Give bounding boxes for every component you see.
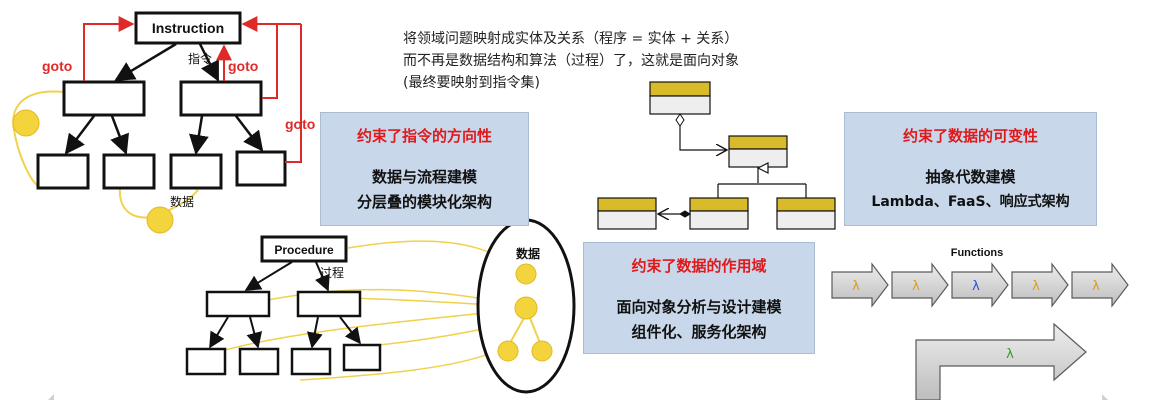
edge-arrow-decoration <box>48 394 54 400</box>
big-lambda-arrow <box>915 322 1087 400</box>
goto-label: goto <box>228 58 258 74</box>
concept-note: 将领域问题映射成实体及关系（程序 = 实体 + 关系） 而不再是数据结构和算法（… <box>403 28 739 94</box>
shuju-label: 数据 <box>170 194 194 209</box>
constraint-box-line: 数据与流程建模 <box>371 168 477 186</box>
lambda-symbol: λ <box>972 279 980 294</box>
functions-label: Functions <box>951 247 1004 259</box>
constraint-box-line: 组件化、服务化架构 <box>631 323 767 341</box>
instruction-tree: Instruction goto goto goto 指令 数据 <box>12 11 315 234</box>
constraint-box-line: 抽象代数建模 <box>925 168 1016 186</box>
procedure-tree: Procedure 过程 数据 <box>185 218 576 394</box>
tree-leaf-box <box>290 347 332 376</box>
constraint-box-line: Lambda、FaaS、响应式架构 <box>871 194 1070 210</box>
tree-leaf-box <box>235 150 287 187</box>
constraint-box-title: 约束了指令的方向性 <box>356 127 492 145</box>
data-circle <box>146 206 174 234</box>
data-circle <box>531 340 553 362</box>
tree-node-box <box>62 80 146 117</box>
lambda-arrow <box>951 262 1009 308</box>
constraint-box-data-scope: 约束了数据的作用域 面向对象分析与设计建模 组件化、服务化架构 <box>583 242 815 354</box>
functions-diagram: Functions λ λ λ λ λ λ <box>831 247 1129 400</box>
data-circle <box>497 340 519 362</box>
data-circle <box>515 263 537 285</box>
tree-leaf-box <box>342 343 382 372</box>
note-line: 将领域问题映射成实体及关系（程序 = 实体 + 关系） <box>403 31 739 47</box>
procedure-root-label: Procedure <box>274 243 334 257</box>
note-line: 而不再是数据结构和算法（过程）了，这就是面向对象 <box>403 53 739 69</box>
lambda-symbol: λ <box>912 279 920 294</box>
uml-class-header <box>689 197 749 212</box>
lambda-arrow <box>891 262 949 308</box>
constraint-box-line: 分层叠的模块化架构 <box>356 193 492 211</box>
lambda-arrow <box>831 262 889 308</box>
constraint-box-title: 约束了数据的作用域 <box>631 257 767 275</box>
uml-class-body <box>597 210 657 230</box>
tree-leaf-box <box>36 153 90 190</box>
lambda-symbol: λ <box>1092 279 1100 294</box>
uml-class-header <box>776 197 836 212</box>
lambda-arrow <box>1071 262 1129 308</box>
oval-shuju-label: 数据 <box>516 246 540 261</box>
tree-node-box <box>179 80 263 117</box>
tree-node-box <box>296 290 362 318</box>
data-circle <box>12 109 40 137</box>
data-circle <box>514 296 538 320</box>
note-line: (最终要映射到指令集) <box>403 75 540 91</box>
lambda-arrow <box>1011 262 1069 308</box>
big-lambda-symbol: λ <box>1006 347 1014 362</box>
tree-node-box <box>205 290 271 318</box>
uml-class-header <box>597 197 657 212</box>
zhiling-label: 指令 <box>188 51 212 66</box>
edge-arrow-decoration <box>1102 394 1108 400</box>
uml-class-diagram <box>597 81 836 230</box>
procedure-root-box <box>260 235 348 263</box>
uml-class-body <box>776 210 836 230</box>
constraint-box-instruction-direction: 约束了指令的方向性 数据与流程建模 分层叠的模块化架构 <box>320 112 529 226</box>
tree-leaf-box <box>102 153 156 190</box>
instruction-root-label: Instruction <box>152 20 224 36</box>
tree-leaf-box <box>238 347 280 376</box>
tree-leaf-box <box>185 347 227 376</box>
uml-class-header <box>728 135 788 150</box>
lambda-symbol: λ <box>852 279 860 294</box>
goto-label: goto <box>285 116 315 132</box>
uml-class-body <box>728 148 788 168</box>
goto-label: goto <box>42 58 72 74</box>
constraint-box-title: 约束了数据的可变性 <box>902 127 1038 145</box>
uml-class-body <box>689 210 749 230</box>
constraint-box-data-mutability: 约束了数据的可变性 抽象代数建模 Lambda、FaaS、响应式架构 <box>844 112 1097 226</box>
instruction-root-box <box>134 11 242 45</box>
tree-leaf-box <box>169 153 223 190</box>
uml-class-body <box>649 95 711 115</box>
constraint-box-line: 面向对象分析与设计建模 <box>616 298 782 316</box>
lambda-symbol: λ <box>1032 279 1040 294</box>
